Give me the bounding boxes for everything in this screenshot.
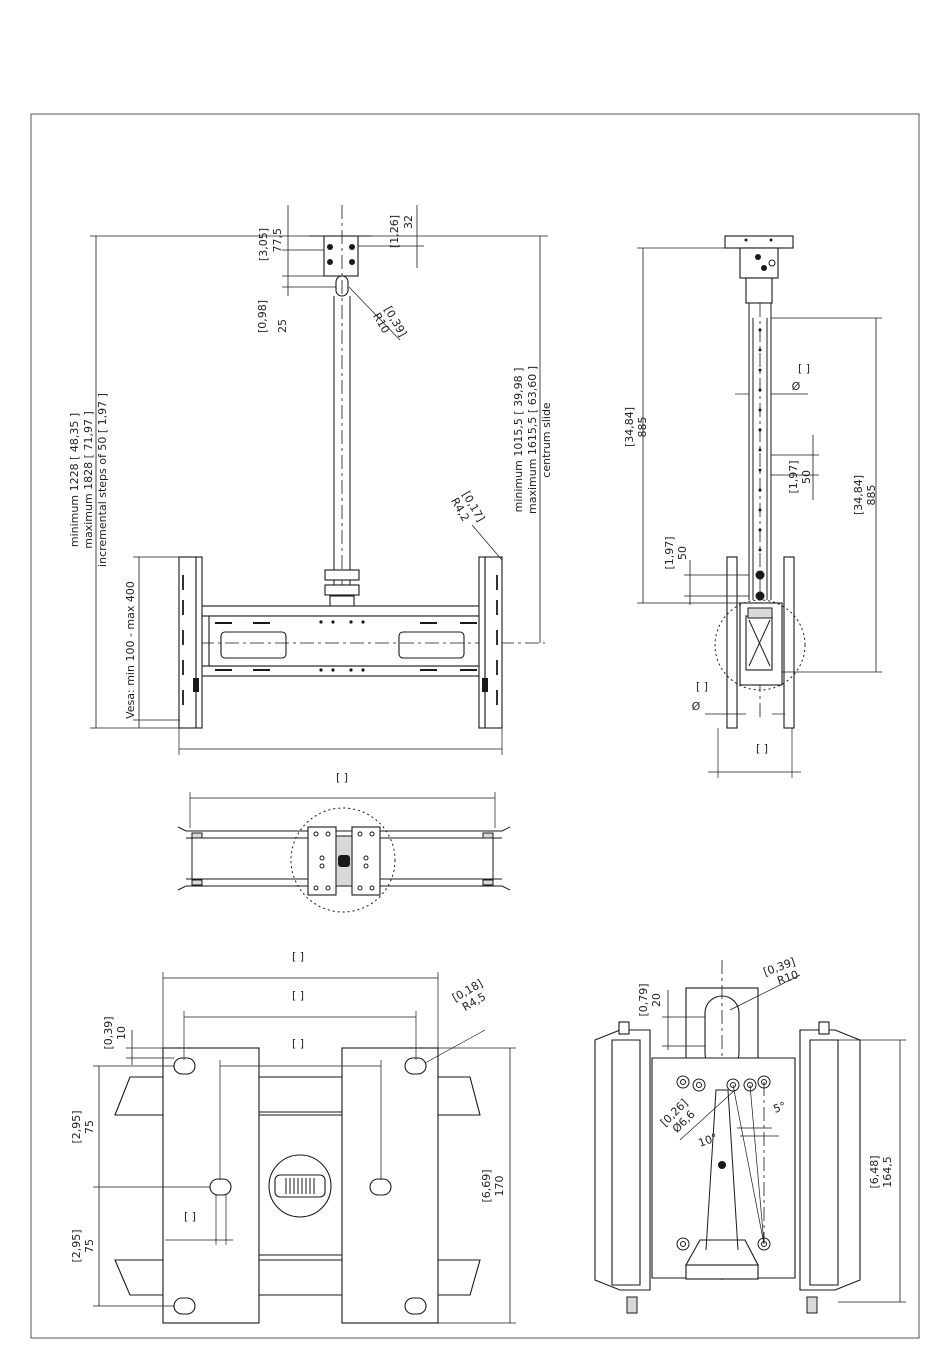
side-dim-step-mm: 50 <box>800 470 813 484</box>
plate-dim-c: [ ] <box>292 1037 304 1050</box>
front-length-line-1: minimum 1228 [ 48,35 ] <box>68 413 81 547</box>
front-dim-slot-in: [0,98] <box>256 300 269 333</box>
detail-dim-h-mm: 164,5 <box>881 1156 894 1188</box>
plate-dim-edge-in: [0,39] <box>102 1016 115 1049</box>
plate-dim-h-in: [6,69] <box>480 1169 493 1202</box>
side-dim-step-in: [1,97] <box>787 460 800 493</box>
front-length-line-2: maximum 1828 [ 71,97 ] <box>82 411 95 548</box>
front-centrum-line-3: centrum slide <box>540 402 553 478</box>
side-dia-symbol: Ø <box>792 380 801 393</box>
front-centrum-line-2: maximum 1615,5 [ 63,60 ] <box>526 366 539 514</box>
plate-dim-a: [ ] <box>292 950 304 963</box>
plate-dim-b: [ ] <box>292 989 304 1002</box>
front-dim-top2-in: [1,26] <box>388 215 401 248</box>
plate-dim-slot: [ ] <box>184 1210 196 1223</box>
front-dim-top-in: [3,05] <box>257 228 270 261</box>
front-dim-slot-mm: 25 <box>276 319 289 333</box>
detail-dim-h-in: [6,48] <box>868 1155 881 1188</box>
plate-dim-h-mm: 170 <box>493 1176 506 1197</box>
detail-dim-top-in: [0,79] <box>637 983 650 1016</box>
side-dim-tube2-mm: 885 <box>865 485 878 506</box>
detail-dim-top-mm: 20 <box>650 993 663 1007</box>
side-dim-step2-mm: 50 <box>676 546 689 560</box>
front-vesa-label: Vesa: min 100 - max 400 <box>124 581 137 719</box>
plate-dim-v2-in: [2,95] <box>70 1229 83 1262</box>
drawing-border <box>30 113 920 1339</box>
side-dia2-symbol: Ø <box>692 700 701 713</box>
detail-angle-1: 10° <box>697 1131 720 1150</box>
plate-view: [ ] [ ] [ ] [ ] [0,39] 10 [0,18] R4,5 [2… <box>70 950 516 1324</box>
plate-dim-v1-in: [2,95] <box>70 1110 83 1143</box>
side-dim-tube2-in: [34,84] <box>852 475 865 515</box>
side-dia2-label: [ ] <box>696 680 708 693</box>
side-dim-step2-in: [1,97] <box>663 536 676 569</box>
detail-view: [0,79] 20 [0,39] R10 [0,26] Ø6,6 10° 5° … <box>594 955 906 1314</box>
plate-dim-edge-mm: 10 <box>115 1026 128 1040</box>
plate-dim-v2-mm: 75 <box>83 1239 96 1253</box>
side-view: [34,84] 885 [34,84] 885 [1,97] 50 [1,97]… <box>623 235 882 778</box>
front-dim-top2-mm: 32 <box>402 215 415 229</box>
detail-angle-2: 5° <box>772 1099 788 1115</box>
front-view: [3,05] 77,5 [1,26] 32 [0,98] 25 [0,39] R… <box>68 205 553 784</box>
front-length-line-3: incremental steps of 50 [ 1,97 ] <box>96 393 109 567</box>
plate-dim-v1-mm: 75 <box>83 1120 96 1134</box>
front-width-label: [ ] <box>336 771 348 784</box>
top-view: [ ] <box>177 792 511 913</box>
side-width-label: [ ] <box>756 742 768 755</box>
front-dim-top-mm: 77,5 <box>271 228 284 253</box>
side-dim-tube-in: [34,84] <box>623 407 636 447</box>
front-centrum-line-1: minimum 1015,5 [ 39,98 ] <box>512 368 525 513</box>
side-dia-label: [ ] <box>798 362 810 375</box>
side-dim-tube-mm: 885 <box>636 417 649 438</box>
